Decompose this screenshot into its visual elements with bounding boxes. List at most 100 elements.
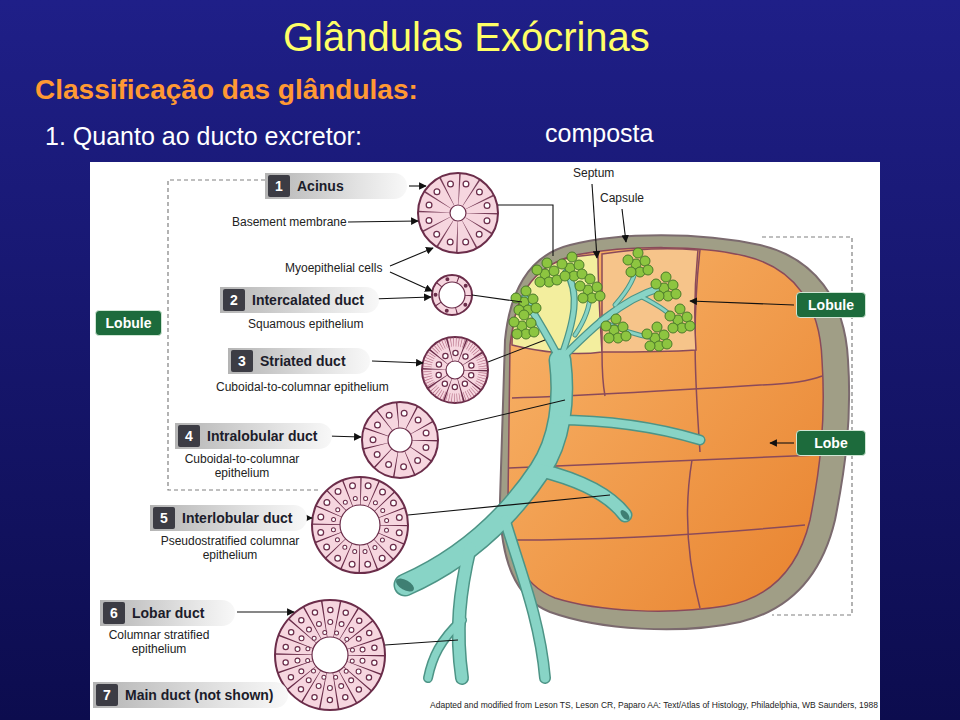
callout-number: 6 bbox=[110, 605, 118, 621]
source-caption: Adapted and modified from Leson TS, Leso… bbox=[430, 700, 878, 710]
node-text: Lobar duct bbox=[132, 605, 204, 621]
leader-line bbox=[498, 205, 553, 256]
lobar-duct-section bbox=[285, 610, 375, 700]
pointer-arrow bbox=[327, 436, 361, 437]
callout-number: 4 bbox=[185, 428, 193, 444]
slide-subtitle: Classificação das glândulas: bbox=[35, 73, 418, 107]
striated-duct-section bbox=[422, 337, 488, 403]
interlobular-duct-section bbox=[340, 505, 380, 545]
duct-tree bbox=[394, 576, 416, 595]
striated-duct-section bbox=[446, 361, 464, 379]
intercalated-duct-section bbox=[432, 275, 472, 315]
interlobular-duct-section bbox=[333, 498, 387, 552]
pointer-arrow bbox=[592, 184, 597, 258]
pointer-arrow bbox=[372, 297, 431, 299]
acini-cluster bbox=[509, 310, 539, 339]
lobar-duct-section bbox=[297, 622, 363, 688]
lobar-duct-section bbox=[297, 622, 363, 688]
region-tag: Lobe bbox=[796, 430, 866, 456]
lobar-duct-section bbox=[294, 619, 367, 692]
callout-number: 4 bbox=[178, 425, 200, 447]
epithelium-label: Cuboidal-to-columnar epithelium bbox=[172, 452, 312, 481]
callout-number: 6 bbox=[103, 602, 125, 624]
duct-tree bbox=[405, 265, 700, 678]
duct-tree bbox=[619, 508, 631, 521]
duct-tree bbox=[405, 265, 700, 678]
callout-number: 3 bbox=[238, 353, 246, 369]
acini-cluster bbox=[575, 274, 605, 303]
node-text: Acinus bbox=[297, 178, 344, 194]
acini-cluster bbox=[651, 272, 681, 301]
interlobular-duct-section bbox=[312, 477, 408, 573]
duct-name-banner: Main duct (not shown)7 bbox=[93, 682, 288, 708]
interlobular-duct-section bbox=[312, 477, 408, 573]
acinus-section bbox=[434, 189, 482, 237]
duct-name-banner: Lobar duct 6 bbox=[100, 600, 235, 626]
pointer-arrow bbox=[390, 272, 432, 291]
intercalated-duct-section bbox=[439, 282, 465, 308]
gland-body bbox=[602, 352, 605, 396]
lobar-duct-section bbox=[307, 632, 353, 678]
duct-name-banner: Intralobular duct 4 bbox=[175, 423, 332, 449]
duct-tree bbox=[428, 620, 462, 678]
acini-cluster bbox=[642, 322, 672, 351]
gland-body bbox=[687, 460, 700, 608]
pointer-arrow bbox=[348, 221, 418, 222]
intralobular-duct-section bbox=[388, 428, 412, 452]
pointer-arrow bbox=[372, 361, 423, 363]
lobar-duct-section bbox=[275, 600, 385, 710]
leader-line bbox=[385, 640, 458, 645]
structure-label: Septum bbox=[573, 166, 614, 180]
lobar-duct-section bbox=[275, 600, 385, 710]
epithelium-label: Cuboidal-to-columnar epithelium bbox=[216, 380, 389, 394]
duct-tree bbox=[505, 520, 545, 678]
callout-number: 7 bbox=[96, 684, 118, 706]
node-text: Interlobular duct bbox=[182, 510, 292, 526]
pointer-arrow bbox=[237, 611, 294, 612]
interlobular-duct-section bbox=[320, 485, 400, 565]
callout-number: 7 bbox=[103, 687, 111, 703]
acini-cluster bbox=[557, 252, 587, 281]
callout-number: 2 bbox=[223, 289, 245, 311]
callout-number: 3 bbox=[231, 350, 253, 372]
node-text: Lobe bbox=[814, 435, 847, 451]
epithelium-label: Pseudostratified columnar epithelium bbox=[148, 534, 312, 563]
leader-line bbox=[385, 205, 610, 645]
duct-tree bbox=[459, 548, 470, 678]
intercalated-duct-section bbox=[432, 275, 472, 315]
leader-line bbox=[488, 340, 545, 362]
intercalated-duct-section bbox=[436, 279, 469, 312]
pointer-arrow bbox=[409, 185, 426, 186]
node-text: Intralobular duct bbox=[207, 428, 317, 444]
structure-label: Myoepithelial cells bbox=[285, 261, 382, 275]
leader-line bbox=[408, 495, 610, 515]
intralobular-duct-section bbox=[373, 413, 427, 467]
acini-cluster bbox=[509, 248, 695, 351]
slide-title: Glândulas Exócrinas bbox=[283, 15, 650, 60]
callout-number: 1 bbox=[275, 178, 283, 194]
epithelium-label: Squamous epithelium bbox=[248, 317, 363, 331]
interlobular-duct-section bbox=[326, 491, 394, 559]
acinus-section bbox=[418, 173, 498, 253]
striated-duct-section bbox=[422, 337, 488, 403]
callout-number: 5 bbox=[153, 507, 175, 529]
acini-cluster bbox=[665, 304, 695, 333]
intralobular-duct-section bbox=[373, 413, 427, 467]
striated-duct-section bbox=[427, 342, 483, 398]
pointer-arrow bbox=[770, 442, 794, 443]
region-tag: Lobule bbox=[796, 292, 866, 318]
gland-body bbox=[602, 249, 698, 352]
duct-tree bbox=[459, 548, 470, 678]
pointer-arrow bbox=[390, 248, 433, 266]
callout-number: 1 bbox=[268, 175, 290, 197]
intercalated-duct-section bbox=[436, 279, 469, 312]
lobar-duct-section bbox=[307, 632, 353, 678]
striated-duct-section bbox=[438, 353, 472, 387]
acini-cluster bbox=[623, 248, 653, 277]
structure-label: Basement membrane bbox=[232, 215, 347, 229]
gland-type: composta bbox=[545, 118, 653, 148]
leader-line bbox=[472, 295, 522, 302]
duct-tree bbox=[505, 520, 545, 678]
duct-tree bbox=[394, 265, 700, 678]
